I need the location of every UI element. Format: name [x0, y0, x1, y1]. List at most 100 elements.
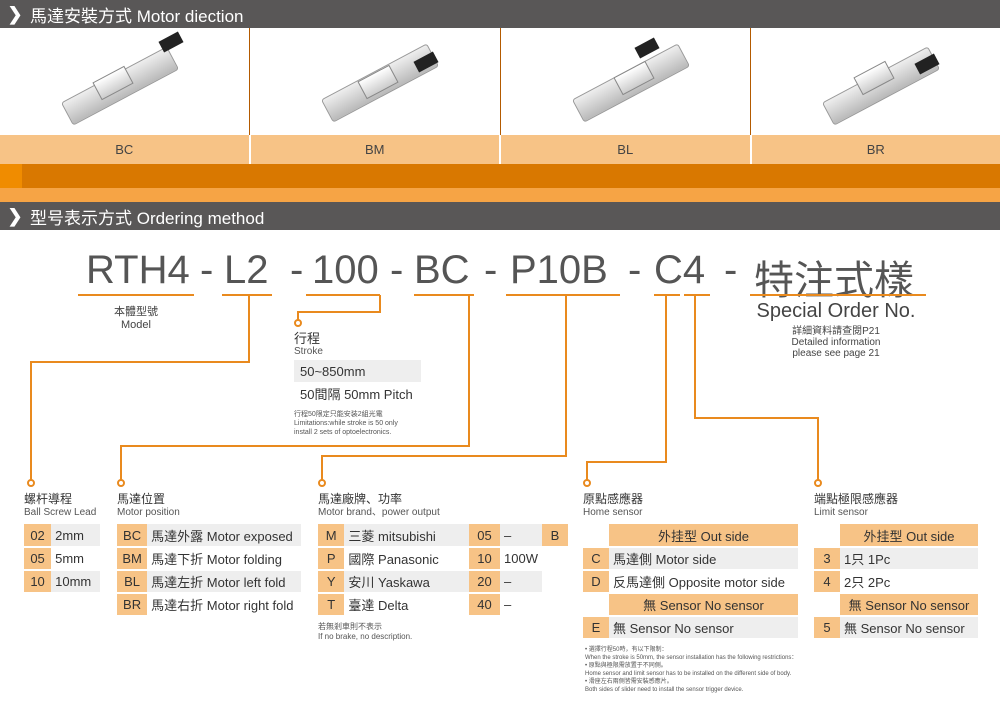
- code-motor-brand: P10B: [510, 248, 608, 292]
- brand-code: M: [318, 524, 345, 547]
- stroke-header: 行程 Stroke: [294, 332, 323, 358]
- stroke-range: 50~850mm: [294, 360, 421, 383]
- actuator-image-br: [750, 28, 1000, 135]
- stroke-zh: 行程: [294, 331, 321, 346]
- power-value: –: [500, 524, 542, 547]
- table-row: 無 Sensor No sensor: [814, 593, 978, 616]
- table-row: 外挂型 Out side: [814, 524, 978, 547]
- stroke-en: Stroke: [294, 346, 323, 357]
- limit-code: 4: [814, 570, 840, 593]
- limit-sensor-en: Limit sensor: [814, 507, 868, 518]
- home-code: C: [583, 547, 609, 570]
- motor-position-zh: 馬達位置: [117, 492, 166, 506]
- brand-code: Y: [318, 570, 345, 593]
- code-dash: -: [628, 248, 642, 292]
- power-value: –: [500, 593, 542, 616]
- power-code: 40: [469, 593, 501, 616]
- power-code: 10: [469, 547, 501, 570]
- brand-name: 三菱 mitsubishi: [344, 524, 469, 547]
- home-note: • 選擇行程50時，有以下限制：: [585, 647, 668, 653]
- home-note: Both sides of slider need to install the…: [585, 687, 744, 693]
- lead-code: 02: [24, 524, 52, 547]
- motor-brand-header: 馬達廠牌、功率 Motor brand、power output: [318, 493, 440, 519]
- limit-code: [814, 593, 840, 616]
- actuator-image-bc: [0, 28, 251, 135]
- code-dash: -: [390, 248, 404, 292]
- lead-value: 10mm: [51, 570, 100, 593]
- code-model: RTH4: [86, 248, 190, 292]
- stroke-note-en1: Limitations:while stroke is 50 only: [294, 420, 398, 427]
- direction-labels: BC BM BL BR: [0, 135, 1000, 164]
- table-row: 外挂型 Out side: [583, 524, 798, 547]
- brake-code: B: [542, 524, 568, 547]
- home-note: Home sensor and limit sensor has to be i…: [585, 671, 792, 677]
- decorative-band: [0, 164, 1000, 188]
- code-dash: -: [200, 248, 214, 292]
- limit-code: 5: [814, 616, 840, 639]
- brand-name: 臺達 Delta: [344, 593, 469, 616]
- motor-position-desc: 馬達左折 Motor left fold: [147, 570, 301, 593]
- chevron-right-icon: ❯: [7, 205, 23, 226]
- motor-position-desc: 馬達右折 Motor right fold: [147, 593, 301, 616]
- code-dash: -: [724, 248, 738, 292]
- limit-code: [814, 524, 840, 547]
- home-note: • 原點與極限需放置于不同側。: [585, 663, 667, 669]
- code-special: 特注式樣: [754, 259, 914, 303]
- home-desc: 馬達側 Motor side: [609, 547, 798, 570]
- home-code: E: [583, 616, 609, 639]
- home-note: • 滑座左右兩側皆需安裝感應片。: [585, 679, 673, 685]
- actuator-image-bm: [250, 28, 501, 135]
- section-title: 馬達安裝方式 Motor diection: [30, 6, 244, 26]
- chevron-right-icon: ❯: [7, 3, 23, 24]
- home-desc: 反馬達側 Opposite motor side: [609, 570, 798, 593]
- code-stroke: 100: [312, 248, 379, 292]
- limit-desc: 無 Sensor No sensor: [840, 616, 978, 639]
- motor-brand-zh: 馬達廠牌、功率: [318, 492, 403, 506]
- home-note: When the stroke is 50mm, the sensor inst…: [585, 655, 798, 661]
- home-code: [583, 593, 609, 616]
- home-desc: 無 Sensor No sensor: [609, 616, 798, 639]
- motor-position-code: BR: [117, 593, 148, 616]
- brand-note-en: If no brake, no description.: [318, 632, 413, 641]
- motor-brand-en: Motor brand、power output: [318, 507, 440, 518]
- home-sensor-zh: 原點感應器: [583, 492, 644, 506]
- brand-name: 國際 Panasonic: [344, 547, 469, 570]
- motor-position-code: BM: [117, 547, 148, 570]
- code-dash: -: [484, 248, 498, 292]
- lead-value: 2mm: [51, 524, 100, 547]
- section-header-ordering: ❯ 型号表示方式 Ordering method: [0, 202, 1000, 230]
- brand-code: P: [318, 547, 345, 570]
- brake-code: [542, 547, 568, 570]
- direction-label: BR: [866, 142, 885, 157]
- code-motor-position: BC: [414, 248, 470, 292]
- stroke-note-en2: install 2 sets of optoelectronics.: [294, 429, 392, 436]
- code-dash: -: [290, 248, 304, 292]
- decorative-band-light: [0, 188, 1000, 202]
- power-value: 100W: [500, 547, 542, 570]
- brand-note-zh: 若無剎車則不表示: [318, 622, 382, 631]
- home-sensor-header: 原點感應器 Home sensor: [583, 493, 643, 519]
- home-sensor-en: Home sensor: [583, 507, 643, 518]
- actuator-image-bl: [500, 28, 751, 135]
- direction-label: BM: [251, 135, 501, 164]
- brake-code: [542, 570, 568, 593]
- motor-position-header: 馬達位置 Motor position: [117, 493, 180, 519]
- table-row: 無 Sensor No sensor: [583, 593, 798, 616]
- brand-name: 安川 Yaskawa: [344, 570, 469, 593]
- lead-code: 10: [24, 570, 52, 593]
- lead-header-zh: 螺杆導程: [24, 492, 73, 506]
- brand-code: T: [318, 593, 345, 616]
- special-order: Special Order No. 詳細資料請查閱P21 Detailed in…: [746, 300, 926, 359]
